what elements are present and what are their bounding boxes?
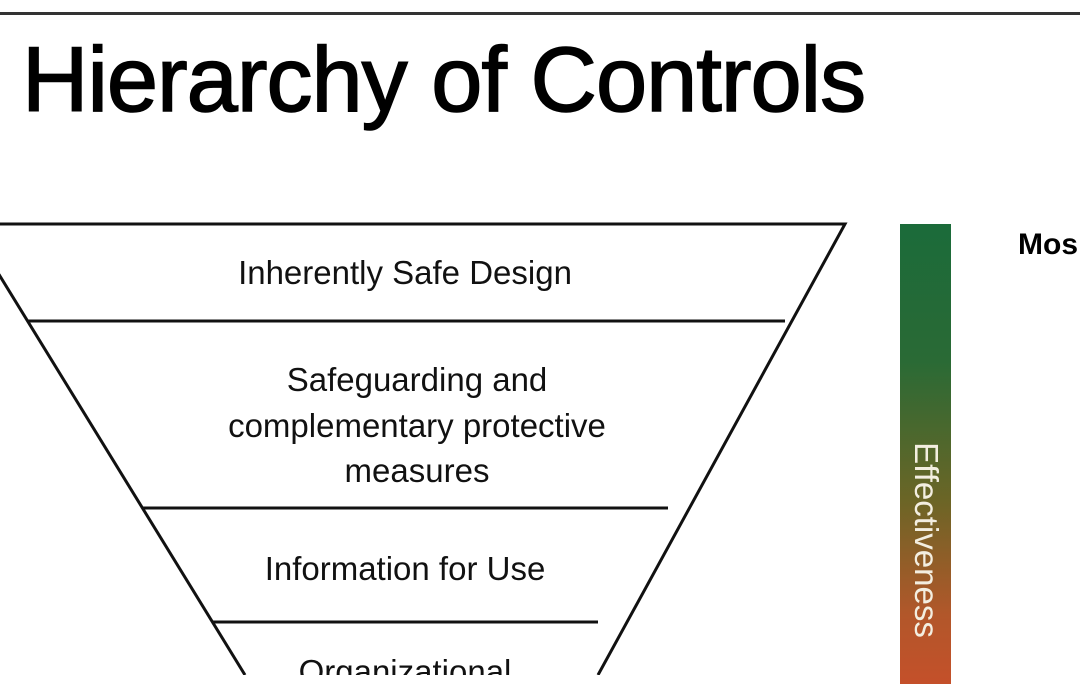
level-safeguarding-line2: complementary protective [228, 407, 606, 444]
pyramid-outline [0, 222, 848, 675]
effectiveness-gradient-bar [900, 224, 951, 684]
pyramid-left-edge [0, 273, 247, 675]
most-effective-label: Mos [1018, 228, 1078, 261]
level-safeguarding-line1: Safeguarding and [287, 361, 548, 398]
level-information-for-use: Information for Use [265, 550, 546, 587]
top-border [0, 12, 1080, 15]
level-organizational: Organizational [299, 653, 512, 675]
level-inherently-safe-design: Inherently Safe Design [238, 254, 572, 291]
page-title: Hierarchy of Controls [21, 28, 867, 132]
effectiveness-label: Effectiveness [908, 442, 945, 638]
level-safeguarding-line3: measures [345, 452, 490, 489]
